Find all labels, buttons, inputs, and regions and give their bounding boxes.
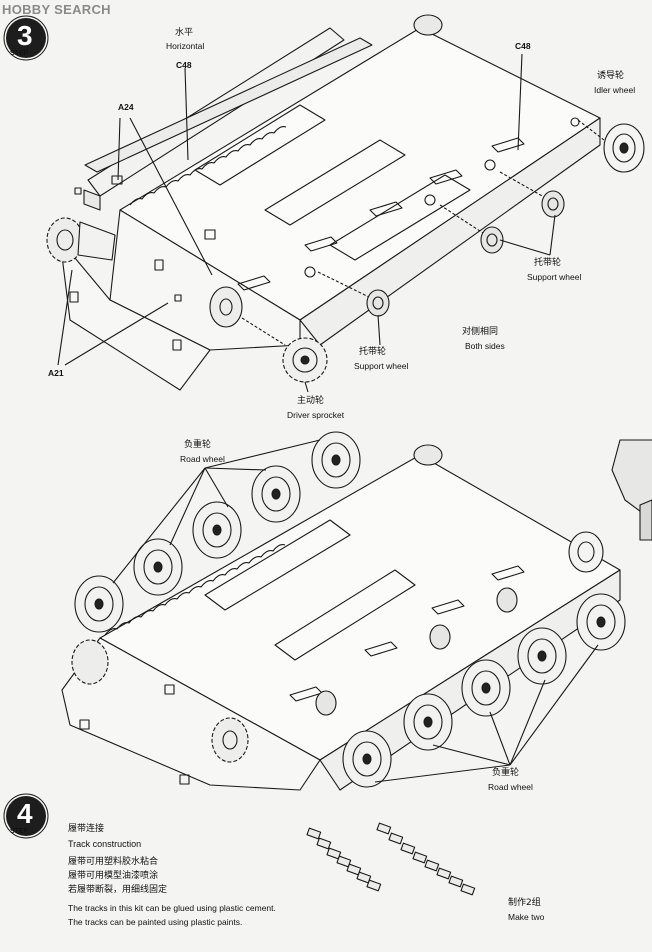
part-c48-right: C48	[515, 41, 531, 51]
part-a24: A24	[118, 102, 134, 112]
road-wheel-label-cn-top: 负重轮	[184, 440, 212, 450]
support-label-en-right: Support wheel	[527, 272, 582, 282]
support-label-cn-left: 托带轮	[359, 347, 387, 357]
track-title-cn: 履带连接	[68, 824, 105, 834]
both-sides-label-cn: 对侧相同	[462, 327, 499, 337]
idler-wheel	[577, 119, 645, 173]
track-note-en-1: The tracks in this kit can be glued usin…	[68, 903, 276, 913]
track-links	[306, 822, 476, 896]
step3-badge-shape	[3, 15, 49, 61]
support-label-en-left: Support wheel	[354, 361, 409, 371]
part-c48-left: C48	[176, 60, 192, 70]
driver-sprocket	[46, 217, 328, 383]
watermark-text: HOBBY SEARCH	[2, 2, 111, 17]
step4-number: 4	[17, 798, 33, 829]
support-wheels	[317, 171, 565, 317]
step3-number: 3	[17, 20, 33, 51]
driver-label-en: Driver sprocket	[287, 410, 345, 420]
both-sides-label-en: Both sides	[465, 341, 505, 351]
track-note-cn-3: 若履带断裂，用细线固定	[68, 885, 168, 895]
track-title-en: Track construction	[68, 839, 142, 849]
driver-label-cn: 主动轮	[297, 396, 325, 406]
idler-label-cn: 诱导轮	[597, 71, 625, 81]
road-wheel-label-en-top: Road wheel	[180, 454, 225, 464]
step3-word: STEP	[10, 50, 29, 57]
road-wheel-label-en-bottom: Road wheel	[488, 782, 533, 792]
step3-hull	[59, 27, 601, 391]
road-wheel-label-cn-bottom: 负重轮	[492, 768, 520, 778]
support-label-cn-right: 托带轮	[534, 258, 562, 268]
lower-hull	[61, 444, 621, 791]
part-a21: A21	[48, 368, 64, 378]
small-parts	[57, 53, 556, 393]
horizontal-label-en: Horizontal	[166, 41, 205, 51]
track-note-cn-2: 履带可用模型油漆喷涂	[68, 871, 159, 881]
track-note-en-2: The tracks can be painted using plastic …	[68, 917, 243, 927]
make-two-label-cn: 制作2组	[508, 898, 541, 908]
make-two-label-en: Make two	[508, 912, 545, 922]
track-note-cn-1: 履带可用塑料胶水粘合	[68, 857, 159, 867]
step4-word: STEP	[10, 828, 29, 835]
road-wheels	[74, 431, 626, 788]
horizontal-label-cn: 水平	[175, 28, 194, 38]
idler-label-en: Idler wheel	[594, 85, 636, 95]
step4-badge-shape	[3, 793, 49, 839]
